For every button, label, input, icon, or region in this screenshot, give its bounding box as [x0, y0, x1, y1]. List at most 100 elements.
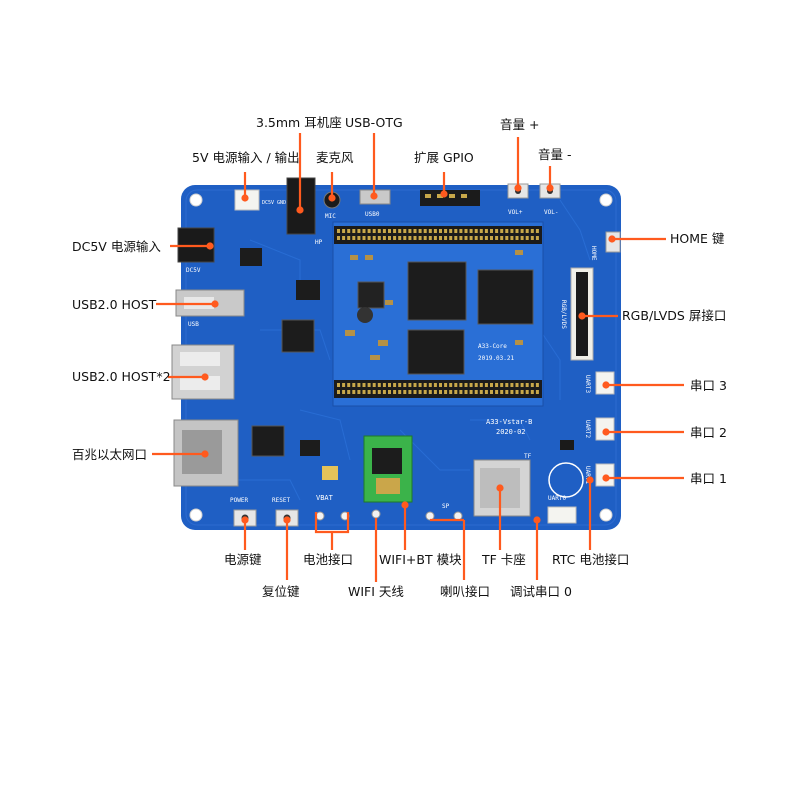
- header-pin: [357, 236, 361, 240]
- header-pin: [362, 236, 366, 240]
- label-vol-up: 音量 +: [500, 117, 540, 132]
- header-pin: [500, 390, 504, 394]
- label-headphone: 3.5mm 耳机座: [256, 115, 342, 130]
- dc5v-gnd-silk: DC5V GND: [262, 200, 286, 206]
- header-pin: [398, 229, 402, 233]
- header-pin: [337, 229, 340, 233]
- header-pin: [382, 383, 386, 387]
- header-pin: [464, 383, 468, 387]
- header-pin: [515, 236, 519, 240]
- label-usb-host2: USB2.0 HOST*2: [72, 369, 171, 384]
- header-pin: [413, 229, 417, 233]
- label-uart2: 串口 2: [690, 425, 727, 440]
- header-pin: [500, 383, 504, 387]
- volm-silk: VOL-: [544, 209, 558, 216]
- header-pin: [403, 229, 407, 233]
- header-pin: [377, 390, 381, 394]
- header-pin: [423, 383, 427, 387]
- header-pin: [454, 229, 458, 233]
- rtc-battery: [548, 462, 584, 498]
- header-pin: [408, 236, 412, 240]
- header-pin: [418, 236, 422, 240]
- label-uart1: 串口 1: [690, 471, 727, 486]
- header-pin: [490, 383, 493, 387]
- header-pin: [490, 229, 493, 233]
- header-pin: [474, 229, 478, 233]
- label-power-key: 电源键: [224, 552, 262, 567]
- header-pin: [490, 236, 493, 240]
- header-pin: [469, 229, 473, 233]
- transformer-chip: [251, 425, 285, 457]
- hp-silk: HP: [315, 239, 323, 246]
- header-pin: [479, 236, 483, 240]
- header-pin: [439, 236, 442, 240]
- header-pin: [479, 390, 483, 394]
- header-pin: [393, 383, 397, 387]
- header-pin: [525, 236, 529, 240]
- header-pin: [403, 236, 407, 240]
- header-pin: [535, 229, 539, 233]
- label-wifi-antenna: WIFI 天线: [348, 584, 404, 599]
- header-pin: [439, 390, 442, 394]
- header-pin: [520, 390, 524, 394]
- label-usb-host: USB2.0 HOST: [72, 297, 157, 312]
- board-year: 2020-02: [496, 428, 526, 436]
- label-mic: 麦克风: [316, 150, 354, 165]
- header-pin: [413, 390, 417, 394]
- uart0-silk: UART0: [548, 495, 566, 502]
- header-pin: [454, 236, 458, 240]
- header-pin: [372, 390, 376, 394]
- uart1-silk: UART1: [584, 466, 591, 484]
- header-pin: [357, 390, 361, 394]
- header-pin: [525, 390, 529, 394]
- header-pin: [510, 236, 514, 240]
- power-silk: POWER: [230, 497, 248, 504]
- header-pin: [352, 229, 356, 233]
- header-pin: [433, 229, 437, 233]
- header-pin: [449, 383, 453, 387]
- core-date: 2019.03.21: [478, 355, 515, 362]
- speaker-pad-2: [453, 511, 463, 521]
- header-pin: [408, 383, 412, 387]
- reset-silk: RESET: [272, 497, 290, 504]
- header-pin: [474, 390, 478, 394]
- header-pin: [408, 229, 412, 233]
- header-pin: [530, 390, 534, 394]
- header-pin: [479, 383, 483, 387]
- header-pin: [464, 229, 468, 233]
- header-pin: [337, 390, 340, 394]
- header-pin: [484, 229, 488, 233]
- vbat-silk: VBAT: [316, 494, 334, 502]
- header-pin: [530, 236, 534, 240]
- header-pin: [474, 383, 478, 387]
- label-vol-down: 音量 -: [538, 147, 572, 162]
- header-pin: [520, 383, 524, 387]
- header-pin: [428, 390, 432, 394]
- header-pin: [347, 229, 351, 233]
- header-pin: [403, 390, 407, 394]
- header-pin: [352, 236, 356, 240]
- header-pin: [347, 390, 351, 394]
- header-pin: [535, 236, 539, 240]
- header-pin: [484, 383, 488, 387]
- ram-chip: [477, 269, 534, 325]
- header-pin: [525, 383, 529, 387]
- header-pin: [510, 383, 514, 387]
- volp-silk: VOL+: [508, 209, 523, 216]
- header-pin: [439, 383, 442, 387]
- header-pin: [413, 236, 417, 240]
- header-pin: [367, 229, 371, 233]
- header-pin: [535, 383, 539, 387]
- header-pin: [408, 390, 412, 394]
- header-pin: [398, 236, 402, 240]
- header-pin: [423, 390, 427, 394]
- gpio-header-bottom: [334, 380, 542, 398]
- header-pin: [439, 229, 442, 233]
- header-pin: [362, 383, 366, 387]
- header-pin: [337, 236, 340, 240]
- header-pin: [530, 229, 534, 233]
- header-pin: [459, 236, 463, 240]
- label-reset-key: 复位键: [262, 584, 300, 599]
- label-dc5v: DC5V 电源输入: [72, 239, 161, 254]
- header-pin: [469, 390, 473, 394]
